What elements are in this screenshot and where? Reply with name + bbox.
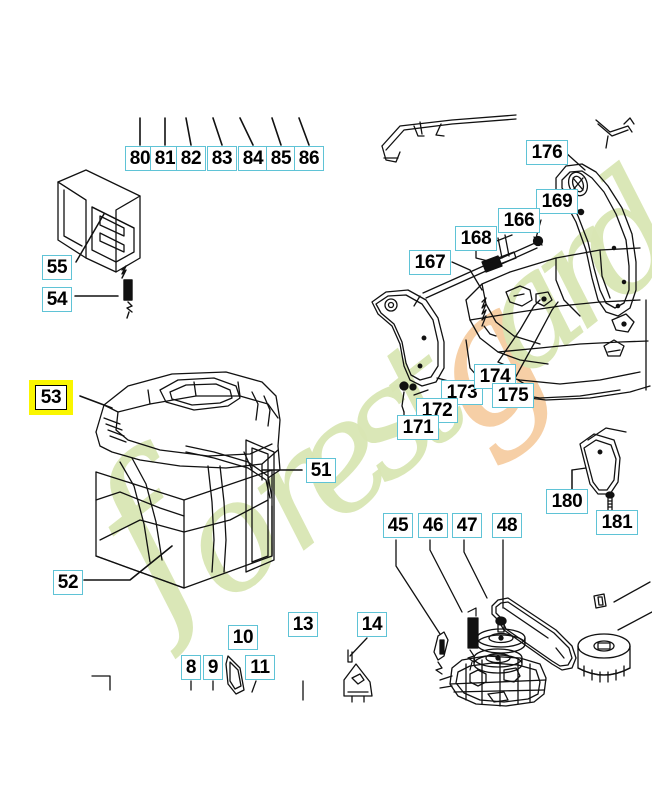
- svg-text:n: n: [644, 50, 652, 247]
- callout-13[interactable]: 13: [288, 612, 318, 637]
- leader-55: [75, 213, 105, 263]
- callout-176[interactable]: 176: [526, 140, 568, 165]
- part-54-spring: [121, 265, 133, 319]
- callout-169[interactable]: 169: [536, 189, 578, 214]
- callout-84[interactable]: 84: [238, 146, 268, 171]
- callout-9[interactable]: 9: [203, 655, 223, 680]
- svg-text:o: o: [140, 441, 318, 634]
- part-53-cover: [95, 371, 281, 481]
- leader-167: [451, 261, 483, 291]
- callout-175[interactable]: 175: [492, 383, 534, 408]
- part-173-bracket: [371, 289, 445, 387]
- callout-168[interactable]: 168: [455, 226, 497, 251]
- leader-47: [463, 539, 488, 599]
- callout-highlight-53[interactable]: 53: [29, 380, 73, 415]
- handle-bar-assembly: [381, 114, 635, 163]
- part-45-detail: [433, 631, 449, 675]
- leader-172: [413, 389, 429, 396]
- callout-171[interactable]: 171: [397, 415, 439, 440]
- callout-81[interactable]: 81: [150, 146, 180, 171]
- callout-83[interactable]: 83: [207, 146, 237, 171]
- leader-51-b: [243, 451, 253, 471]
- leader-176: [564, 151, 586, 171]
- leaders-80-86: [139, 117, 310, 146]
- callout-48[interactable]: 48: [492, 513, 522, 538]
- callout-11[interactable]: 11: [245, 655, 275, 680]
- callout-45[interactable]: 45: [383, 513, 413, 538]
- callout-86[interactable]: 86: [294, 146, 324, 171]
- callout-10[interactable]: 10: [228, 625, 258, 650]
- part-169-pin: [577, 208, 585, 216]
- callout-46[interactable]: 46: [418, 513, 448, 538]
- callout-167[interactable]: 167: [409, 250, 451, 275]
- svg-text:g: g: [374, 248, 587, 477]
- callout-166[interactable]: 166: [498, 208, 540, 233]
- callout-47[interactable]: 47: [452, 513, 482, 538]
- callout-52[interactable]: 52: [53, 570, 83, 595]
- callout-54[interactable]: 54: [42, 287, 72, 312]
- callout-14[interactable]: 14: [357, 612, 387, 637]
- part-48-belt: [491, 597, 577, 671]
- leader-46: [429, 539, 463, 613]
- transmission-housing: [439, 655, 547, 707]
- callout-55[interactable]: 55: [42, 255, 72, 280]
- callout-53[interactable]: 53: [35, 385, 67, 410]
- callout-8[interactable]: 8: [181, 655, 201, 680]
- leader-52: [83, 545, 173, 581]
- svg-text:e: e: [593, 95, 652, 287]
- callout-82[interactable]: 82: [176, 146, 206, 171]
- part-47-pulleys: [473, 616, 526, 674]
- part-176-arm: [555, 163, 637, 317]
- part-180-lever: [571, 427, 627, 495]
- part-52-bag: [95, 439, 275, 589]
- callout-85[interactable]: 85: [266, 146, 296, 171]
- bottom-right-pulley: [577, 581, 652, 683]
- part-46-spring: [467, 607, 479, 671]
- callout-181[interactable]: 181: [596, 510, 638, 535]
- detail-167-end: [413, 295, 421, 307]
- svg-text:r: r: [210, 399, 380, 585]
- part-171-172-hardware: [399, 381, 417, 413]
- callout-180[interactable]: 180: [546, 489, 588, 514]
- part-181-bolt: [605, 491, 615, 511]
- leader-53: [79, 395, 113, 409]
- svg-text:d: d: [533, 137, 652, 333]
- callout-51[interactable]: 51: [306, 458, 336, 483]
- leader-45: [395, 539, 441, 635]
